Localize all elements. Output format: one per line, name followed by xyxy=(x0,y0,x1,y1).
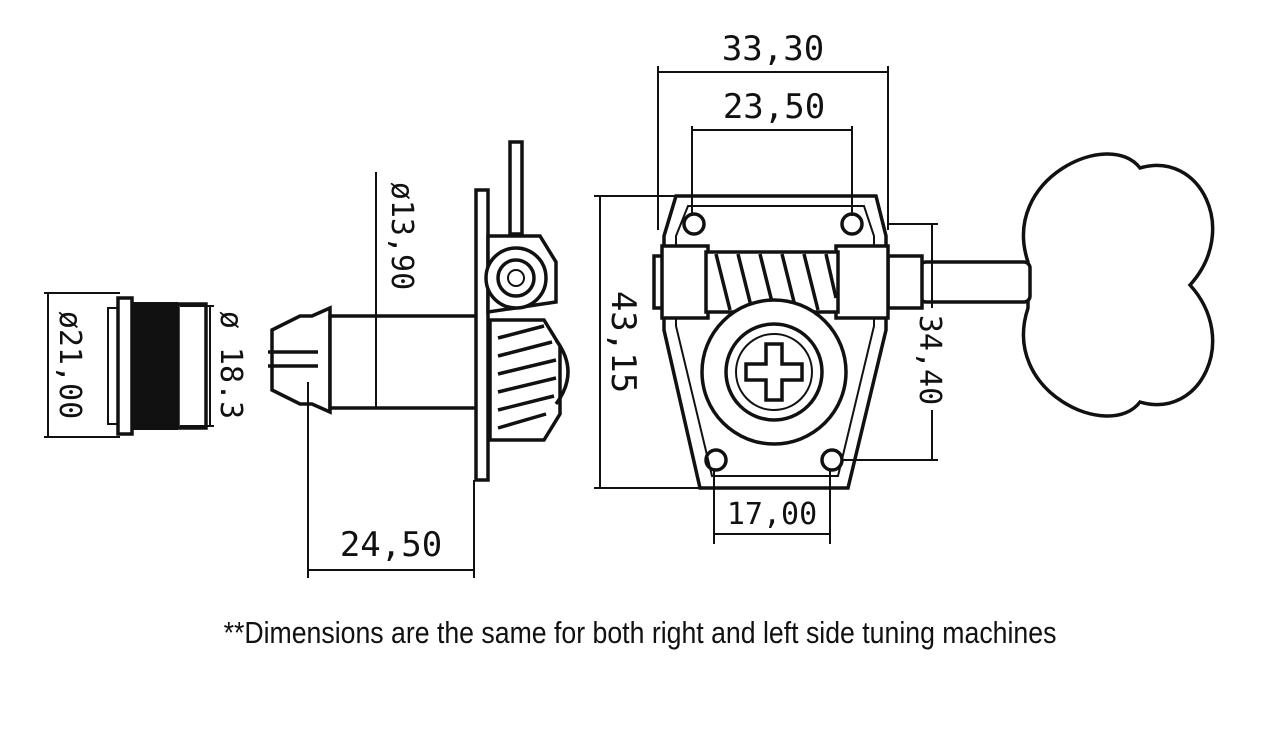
width-top-label: 33,30 xyxy=(722,29,824,69)
front-view: 33,30 23,50 43,15 34,40 17,00 xyxy=(594,29,1215,544)
bushing-outer-dia-label: ø21,00 xyxy=(52,311,87,419)
footnote: **Dimensions are the same for both right… xyxy=(223,615,1057,650)
bushing-inner-dia-label: ø 18.3 xyxy=(213,311,248,419)
button-offset-label: 34,40 xyxy=(912,315,947,405)
side-view: ø13,90 24,50 xyxy=(268,140,570,578)
hole-spacing-bottom-label: 17,00 xyxy=(727,497,817,532)
post-length-label: 24,50 xyxy=(340,525,442,565)
hole-spacing-top-label: 23,50 xyxy=(723,87,825,127)
bushing-part: ø21,00 ø 18.3 xyxy=(44,292,248,438)
post-dia-label: ø13,90 xyxy=(384,182,419,290)
height-label: 43,15 xyxy=(603,291,643,393)
